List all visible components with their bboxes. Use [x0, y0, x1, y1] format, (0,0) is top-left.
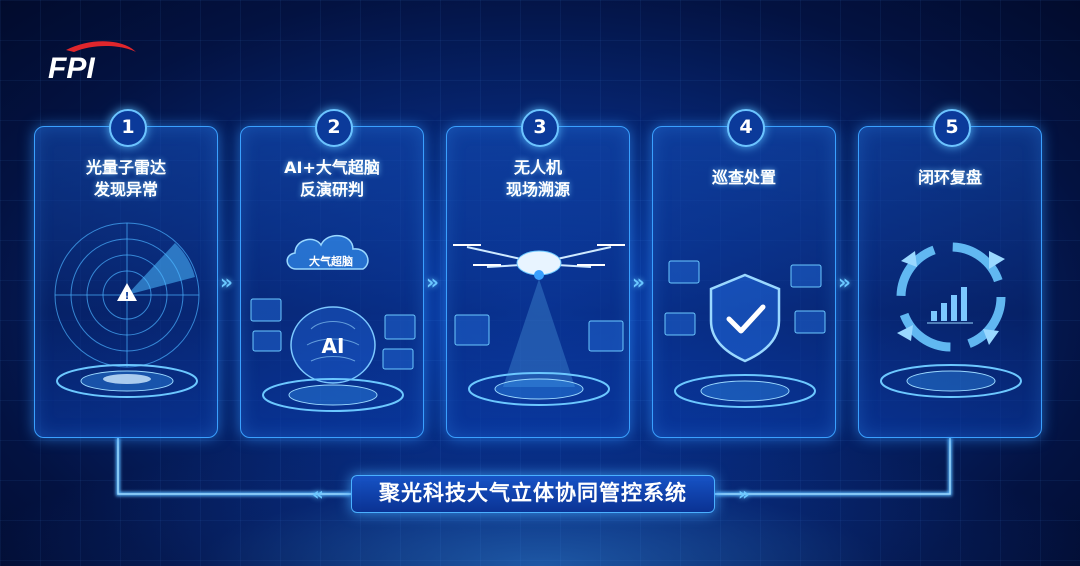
- step-number: 5: [933, 109, 971, 147]
- chevron-left-icon: «: [312, 484, 323, 505]
- step-title: AI+大气超脑 反演研判: [284, 158, 380, 199]
- chevron-right-icon: »: [220, 270, 233, 294]
- step-card-5: 5 闭环复盘: [858, 109, 1042, 438]
- fpi-logo: FPI: [48, 41, 136, 85]
- step-number: 2: [315, 109, 353, 147]
- system-title: 聚光科技大气立体协同管控系统: [351, 475, 715, 513]
- chevron-right-icon: »: [632, 270, 645, 294]
- step-number: 3: [521, 109, 559, 147]
- step-number: 4: [727, 109, 765, 147]
- ai-brain-icon: 大气超脑 AI: [250, 235, 416, 412]
- shield-check-icon: [664, 260, 826, 408]
- brain-label: AI: [322, 334, 345, 358]
- step-title: 无人机 现场溯源: [505, 158, 570, 199]
- step-title: 巡查处置: [711, 168, 776, 187]
- chevron-right-icon: »: [738, 484, 749, 505]
- step-title: 闭环复盘: [917, 168, 982, 187]
- cloud-label: 大气超脑: [309, 254, 353, 268]
- step-number: 1: [109, 109, 147, 147]
- svg-text:FPI: FPI: [48, 52, 95, 85]
- step-card-1: 1 光量子雷达 发现异常 !: [34, 109, 218, 438]
- step-card-3: 3 无人机 现场溯源: [446, 109, 630, 438]
- radar-icon: !: [54, 222, 200, 398]
- drone-icon: [453, 244, 625, 406]
- step-card-4: 4 巡查处置: [652, 109, 836, 438]
- chevron-right-icon: »: [838, 270, 851, 294]
- svg-text:!: !: [125, 291, 130, 302]
- step-title: 光量子雷达 发现异常: [85, 158, 166, 199]
- chevron-right-icon: »: [426, 270, 439, 294]
- cycle-arrows-icon: [880, 242, 1022, 398]
- step-card-2: 2 AI+大气超脑 反演研判 大气超脑 AI: [240, 109, 424, 438]
